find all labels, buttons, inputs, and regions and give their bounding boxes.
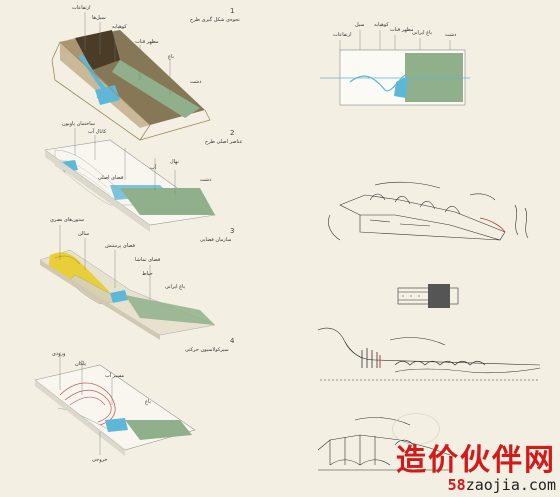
p4-label-water-path: مسیر آب [105, 373, 125, 379]
plan-label-foothill: کوهپایه [374, 22, 389, 28]
plan-label-garden: باغ ایرانی [412, 30, 432, 36]
site-plan-diagram [320, 30, 470, 106]
panel-4-title: سیرکولاسیون حرکتی [185, 347, 229, 353]
p2-label-main-space: فضای اصلی [98, 175, 124, 181]
panel-2-number: 2 [230, 129, 235, 137]
p3-label-hall: سالن [78, 231, 90, 237]
p3-label-courtyard: حیاط [142, 271, 153, 277]
plan-label-plain: دشت [445, 32, 457, 38]
p3-label-persian-garden: باغ ایرانی [165, 284, 185, 290]
panel-4-circulation-diagram [34, 352, 196, 456]
panel-4-number: 4 [230, 337, 235, 345]
p2-label-sapling: نهال [170, 159, 179, 165]
p4-label-garden: باغ [145, 399, 151, 405]
p1-label-floods: سیل‌ها [92, 15, 106, 21]
hand-sketch-detail [397, 284, 459, 308]
panel-2-title: عناصر اصلی طرح [205, 139, 243, 145]
hand-sketch-section-1 [328, 181, 529, 241]
watermark-badge [392, 413, 440, 445]
p2-label-water: آب [150, 165, 157, 171]
panel-1-title: نحوه‌ی شکل گیری طرح [190, 17, 240, 23]
p2-label-canal: کانال آب [88, 129, 107, 135]
p4-label-entrance: ورودی [52, 351, 66, 357]
hand-sketch-section-2 [317, 327, 541, 381]
p1-label-foothill: کوهپایه [112, 24, 127, 30]
p1-label-garden: باغ [168, 54, 174, 60]
watermark: 造价伙伴网 58zaojia.com [396, 446, 556, 493]
p1-label-qanat: مظهر قنات [135, 39, 159, 45]
watermark-chinese-text: 造价伙伴网 [396, 443, 556, 478]
watermark-url: 58zaojia.com [396, 478, 556, 493]
p1-label-heights: ارتفاعات [72, 5, 91, 11]
panel-1-number: 1 [230, 7, 235, 15]
p2-label-plain: دشت [200, 177, 212, 183]
watermark-url-prefix: 58 [447, 476, 466, 494]
panel-3-number: 3 [230, 227, 235, 235]
plan-label-qanat: مظهر قنات [390, 27, 414, 33]
hand-sketch-section-3 [317, 417, 451, 471]
watermark-url-suffix: zaojia.com [465, 476, 556, 494]
p3-label-viewing: فضای تماشا [135, 257, 161, 263]
plan-label-flood: سیل [355, 22, 365, 28]
p1-label-plain: دشت [190, 79, 202, 85]
p3-label-worship: فضای پرستش [105, 243, 135, 249]
panel-1-massing-diagram [51, 12, 211, 141]
panel-2-elements-diagram [44, 128, 216, 232]
p4-label-stairs: پلکان [75, 361, 87, 367]
p4-label-exit: خروجی [92, 457, 108, 463]
p3-label-columns: ستون‌های بصری [50, 217, 85, 223]
panel-3-spatial-diagram [39, 225, 216, 340]
plan-label-heights: ارتفاعات [333, 32, 352, 38]
p2-label-pavilion: ساختمان پاویون [62, 121, 95, 127]
panel-3-title: سازمان فضایی [200, 237, 232, 243]
